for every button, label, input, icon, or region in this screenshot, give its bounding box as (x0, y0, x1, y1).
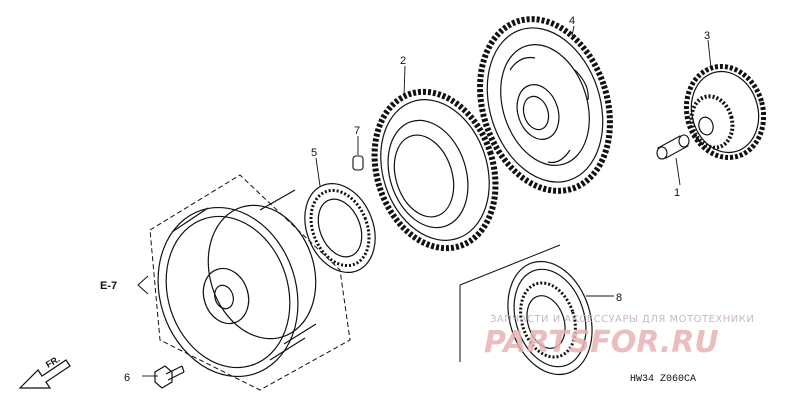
callout-8: 8 (616, 292, 622, 304)
callout-6: 6 (124, 372, 130, 384)
reference-label: E-7 (100, 280, 117, 292)
leader-lines (142, 25, 712, 377)
shaft-pin-part (656, 134, 690, 160)
dowel-pin-part (352, 155, 364, 171)
watermark-tagline: ЗАПЧАСТИ И АКСЕССУАРЫ ДЛЯ МОТОТЕХНИКИ (490, 314, 754, 325)
large-gear-part (477, 16, 613, 194)
reference-arrow (137, 275, 149, 295)
watermark-logo: PARTSFOR.RU (484, 325, 719, 360)
reduction-gear-part (683, 63, 767, 161)
callout-2: 2 (400, 55, 406, 67)
front-direction-arrow: FR. (18, 354, 71, 389)
callout-4: 4 (569, 15, 575, 27)
drawing-code: HW34 Z060CA (630, 374, 696, 385)
flywheel-assembly (149, 174, 351, 391)
callout-5: 5 (311, 147, 317, 159)
driven-gear-part (371, 88, 499, 252)
callout-3: 3 (704, 30, 710, 42)
bolt-part (154, 365, 185, 389)
one-way-clutch-part (304, 182, 376, 274)
callout-7: 7 (354, 125, 360, 137)
callout-1: 1 (674, 187, 680, 199)
clutch-outer-part (459, 244, 593, 376)
